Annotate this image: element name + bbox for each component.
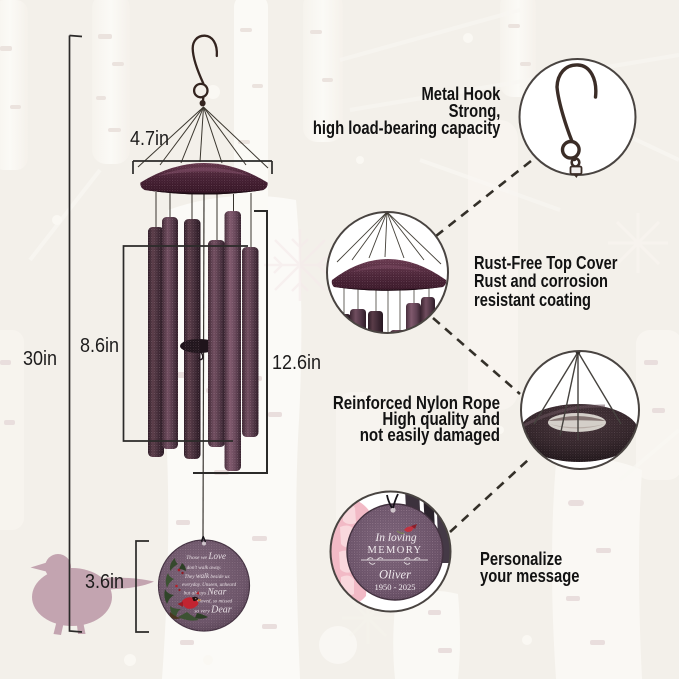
svg-text:don't walk away.: don't walk away. [187, 565, 222, 571]
svg-text:everyday. Unseen, unheard: everyday. Unseen, unheard [182, 583, 237, 588]
svg-text:Those we Love: Those we Love [186, 551, 226, 561]
svg-text:In loving: In loving [374, 532, 416, 544]
svg-text:so very Dear: so very Dear [194, 605, 231, 616]
svg-text:1950 - 2025: 1950 - 2025 [374, 582, 415, 592]
svg-text:They walk beside us: They walk beside us [184, 572, 229, 580]
svg-text:MEMORY: MEMORY [367, 545, 422, 556]
svg-text:Oliver: Oliver [379, 568, 411, 582]
svg-text:but always Near: but always Near [184, 588, 227, 598]
svg-text:so loved, so missed: so loved, so missed [194, 600, 233, 605]
